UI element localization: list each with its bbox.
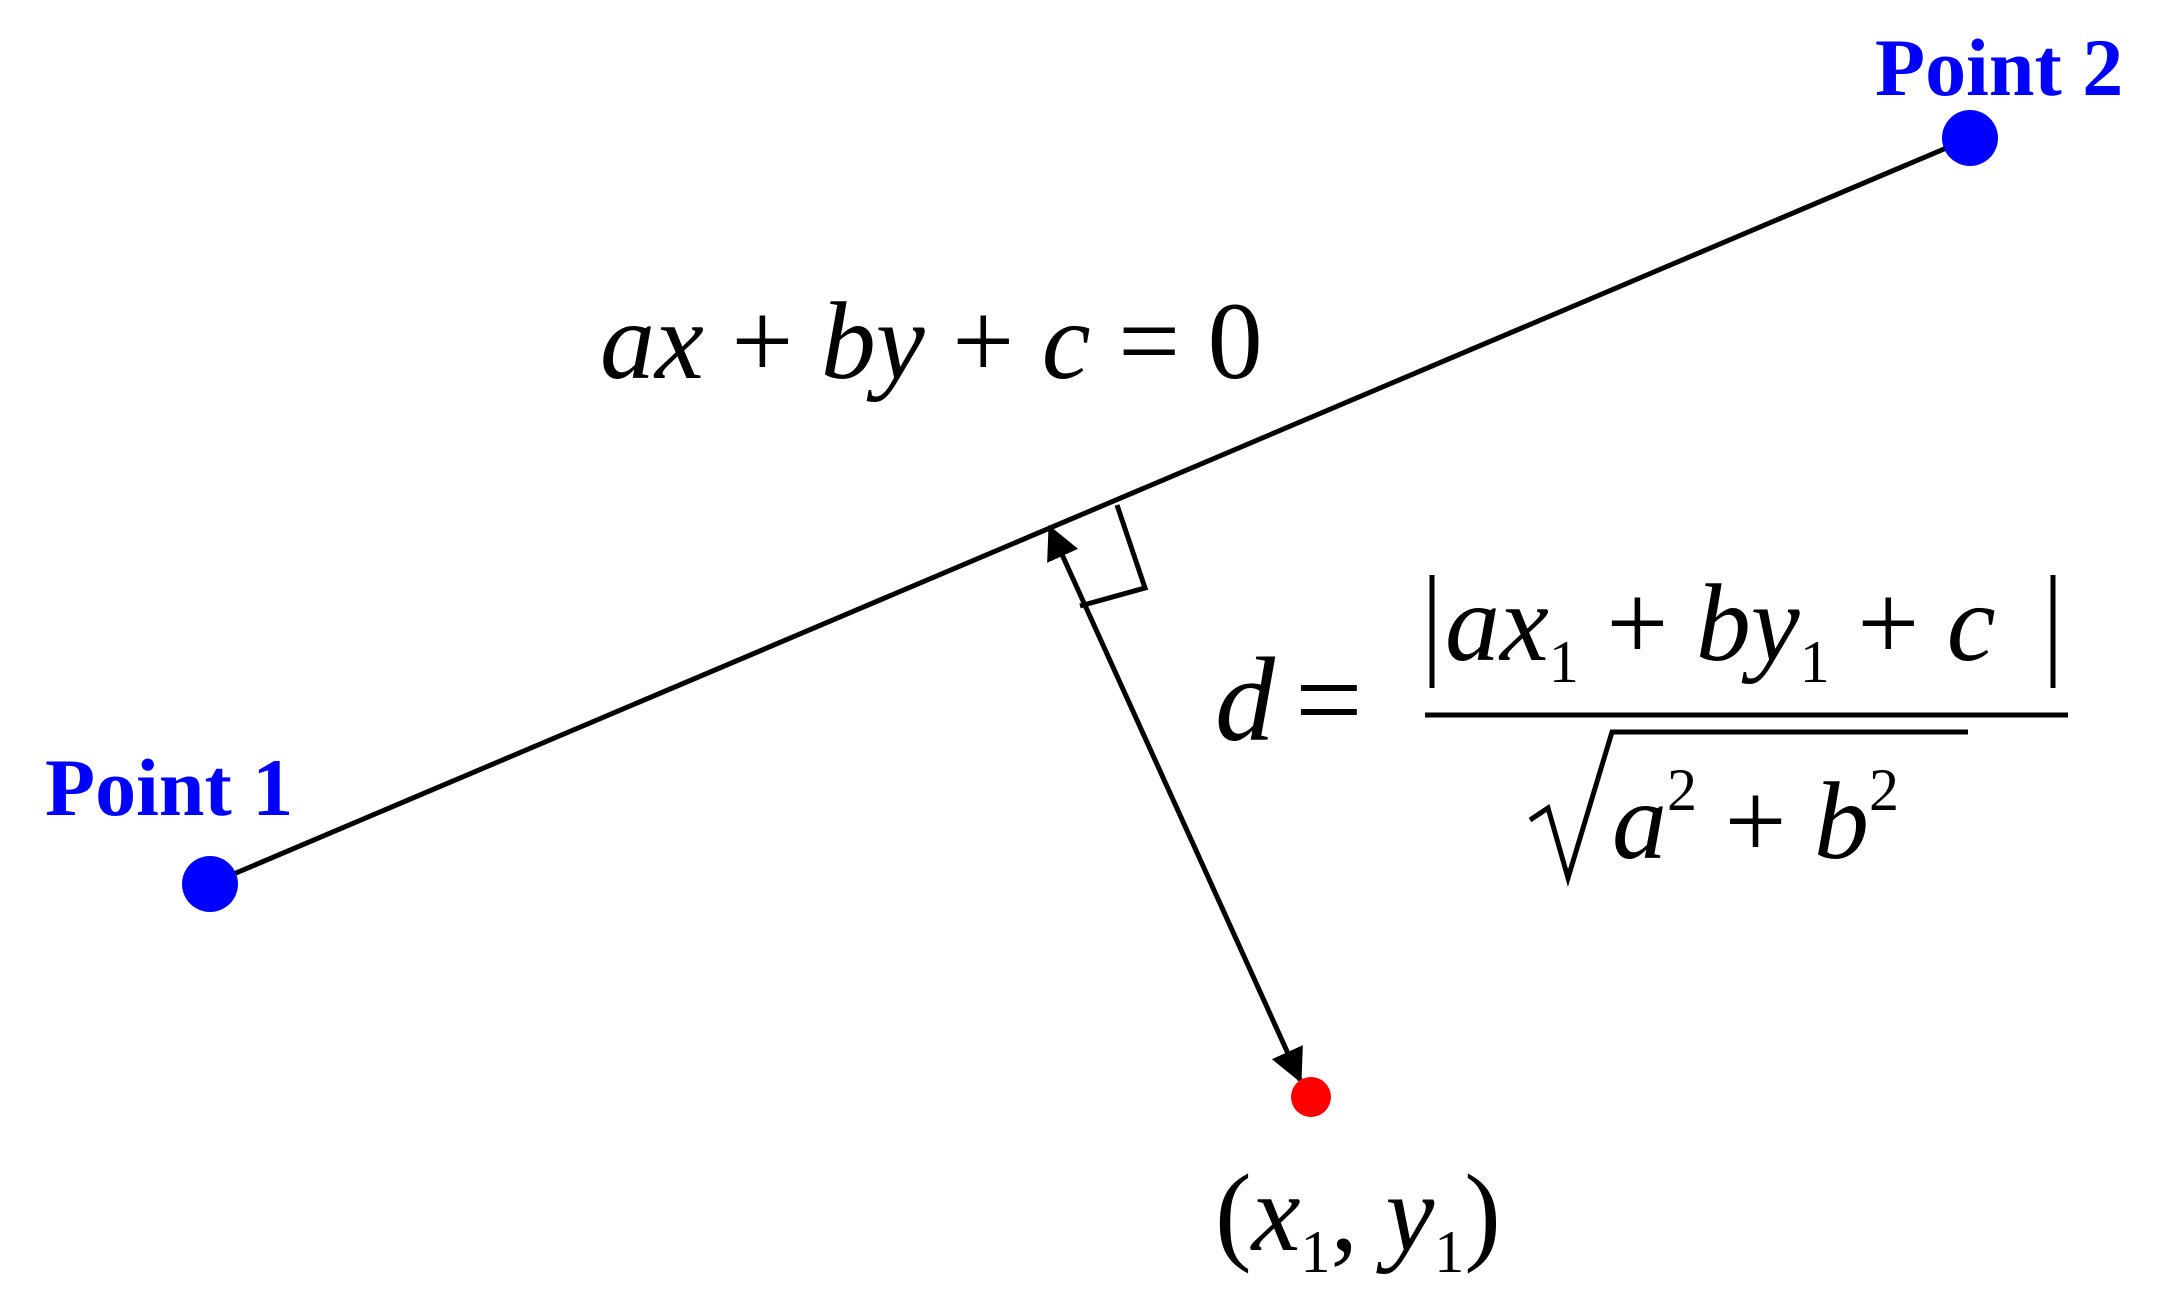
point-coordinates: (x1, y1) xyxy=(1215,1152,1501,1285)
formula-d: d= xyxy=(1215,633,1363,766)
point-2-dot xyxy=(1942,110,1998,166)
point-1-dot xyxy=(182,856,238,912)
distance-formula: d= ax1 + by1 + c a2 + b2 xyxy=(1215,562,2068,887)
point-2-label: Point 2 xyxy=(1875,22,2123,113)
point-1-label: Point 1 xyxy=(45,742,293,833)
sqrt-sign xyxy=(1528,729,1968,887)
distance-arrow xyxy=(1047,524,1303,1084)
formula-denominator: a2 + b2 xyxy=(1612,757,1899,882)
right-angle-marker xyxy=(1079,504,1149,609)
main-line xyxy=(209,135,1971,887)
target-point-dot xyxy=(1291,1077,1331,1117)
formula-numerator: ax1 + by1 + c xyxy=(1445,562,1996,695)
line-equation: ax + by + c = 0 xyxy=(600,280,1263,402)
